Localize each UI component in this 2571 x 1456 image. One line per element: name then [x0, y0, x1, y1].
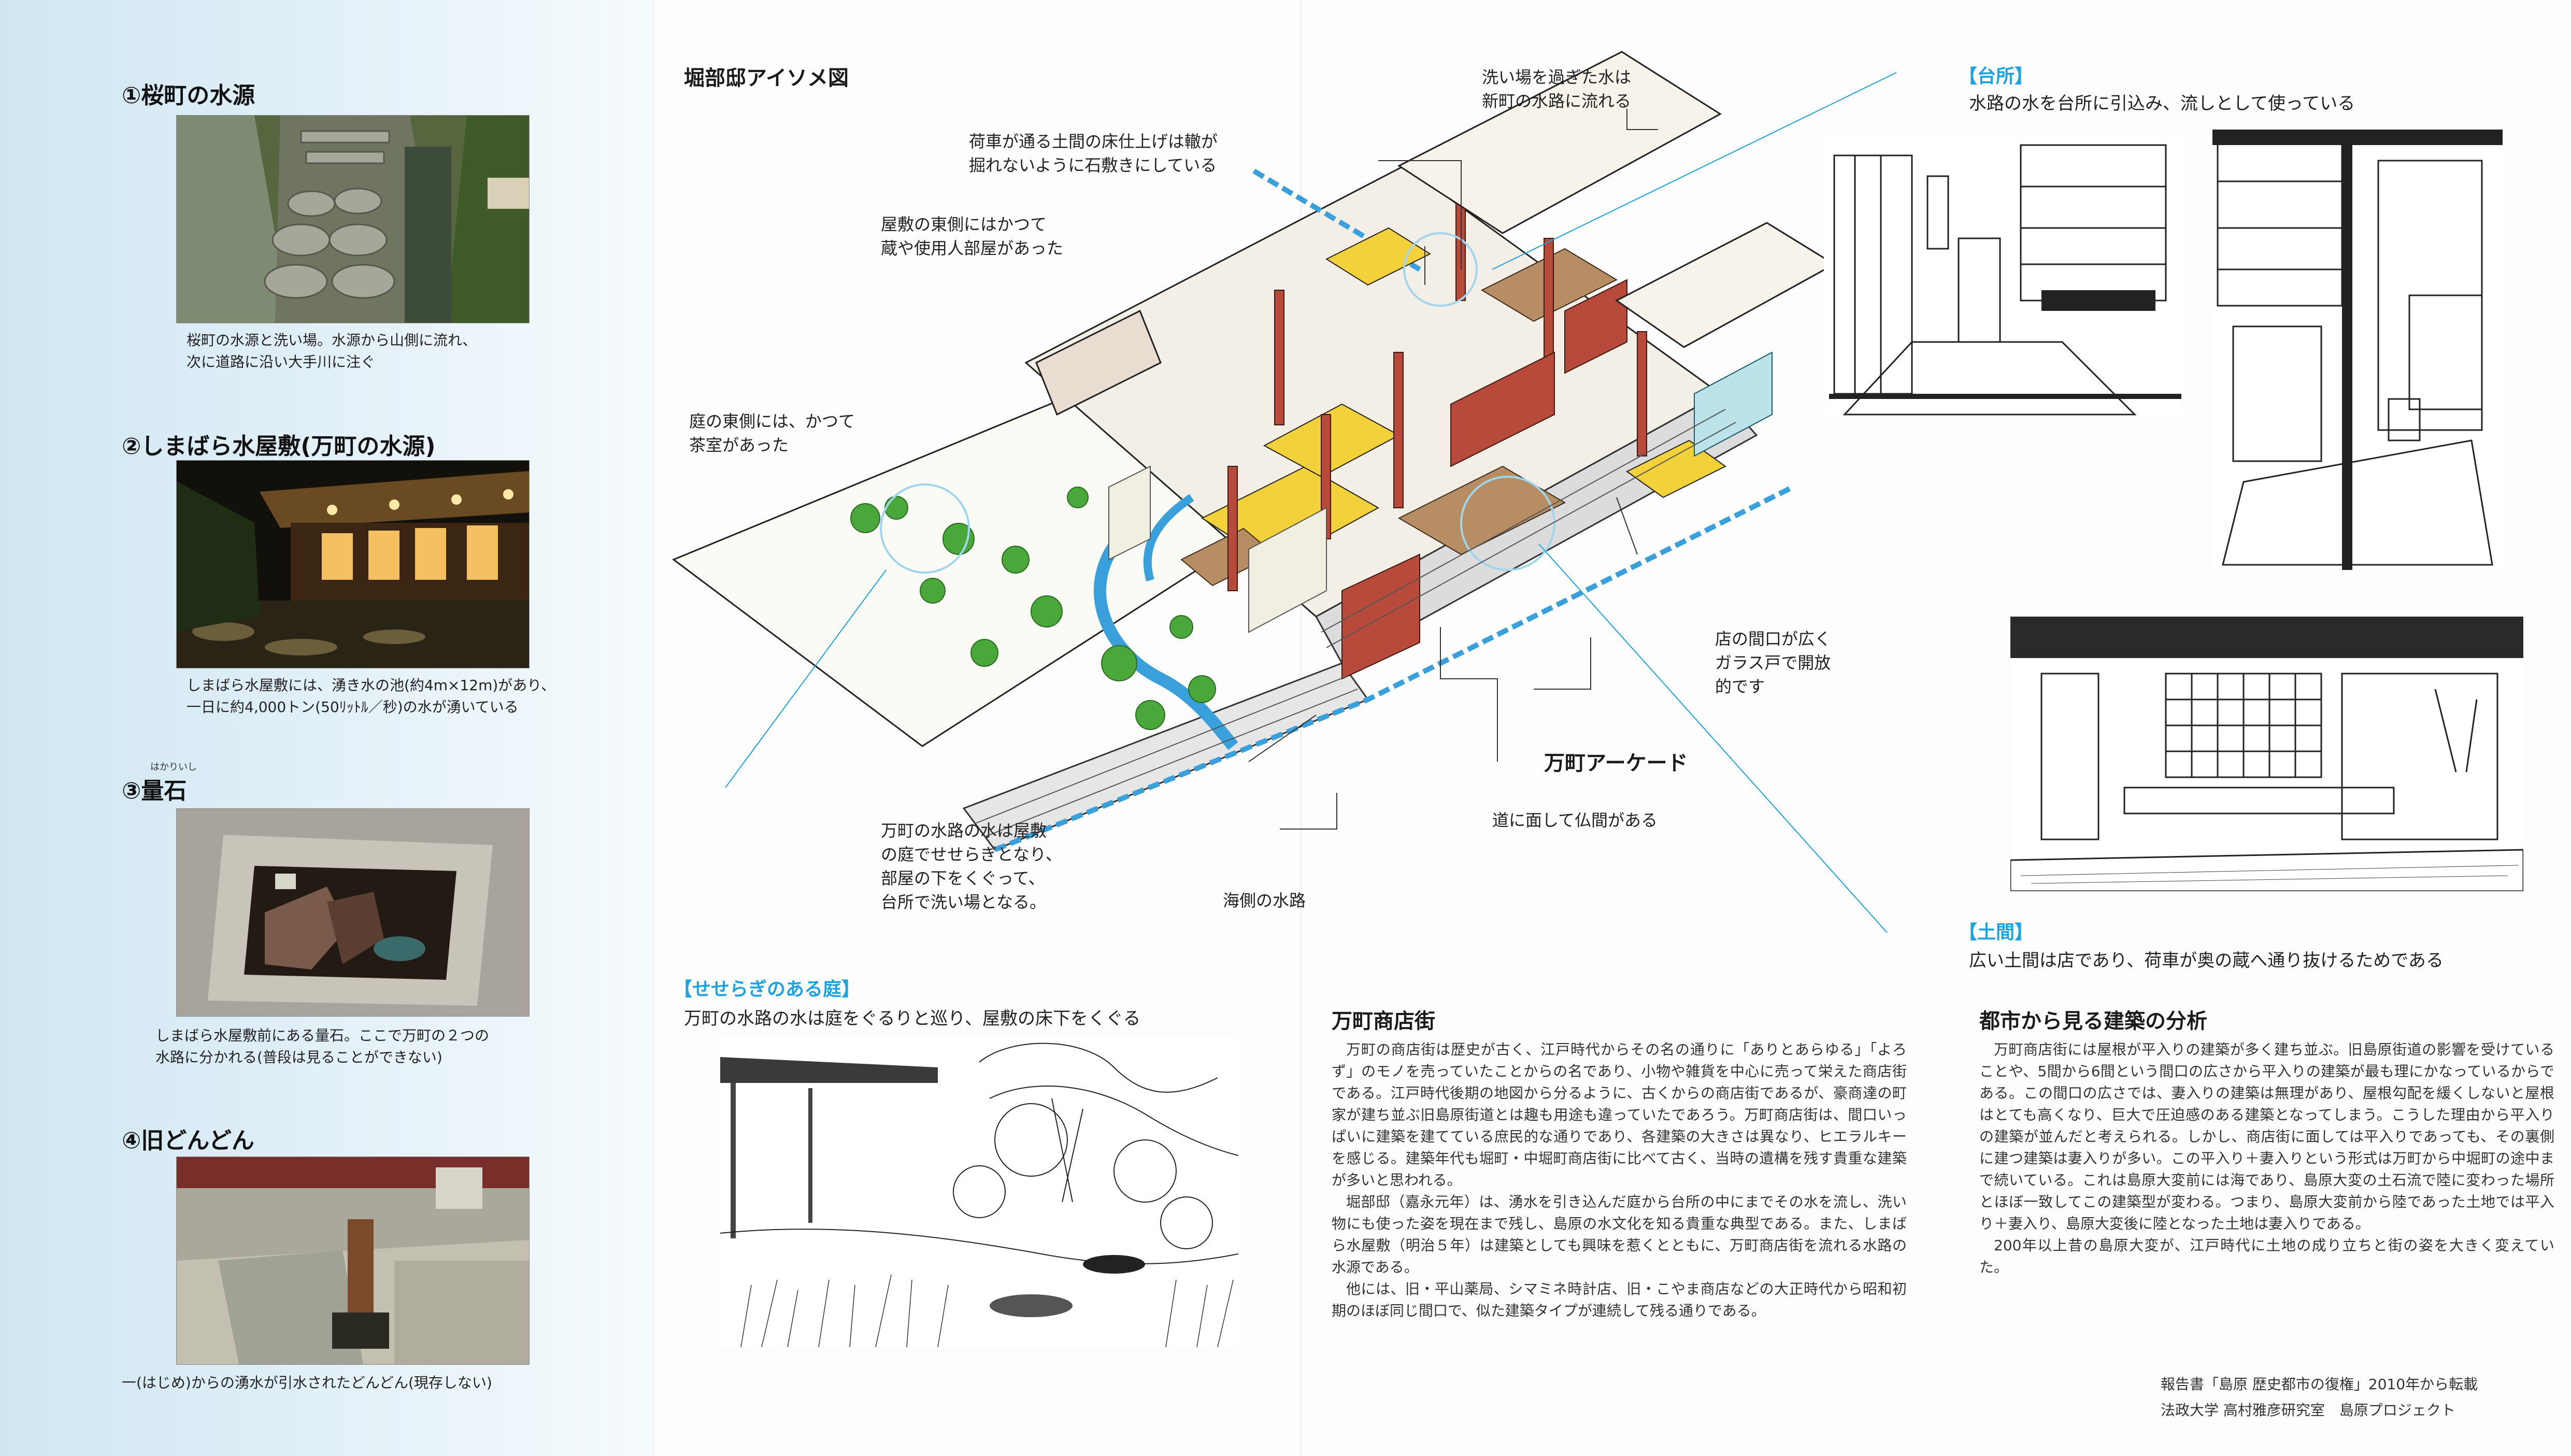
iso-title: 堀部邸アイソメ図	[684, 66, 849, 90]
left-panel: ①桜町の水源 桜町の水源と洗い場。水源から山側に流れ、 次に道路に沿い大手川に注…	[0, 0, 653, 1456]
shopping-heading: 万町商店街	[1332, 1009, 1435, 1033]
caption-sakuramachi: 桜町の水源と洗い場。水源から山側に流れ、 次に道路に沿い大手川に注ぐ	[187, 332, 477, 370]
shopping-paragraph-2: 堀部邸（嘉永元年）は、湧水を引き込んだ庭から台所の中にまでその水を流し、洗い物に…	[1332, 1193, 1907, 1276]
photo-sakuramachi-source	[176, 115, 530, 323]
photo-dondon	[176, 1157, 530, 1365]
isometric-drawing	[672, 51, 1897, 933]
kitchen-sketch-2	[2212, 130, 2503, 570]
credit-lab: 法政大学 高村雅彦研究室 島原プロジェクト	[2161, 1402, 2455, 1419]
kitchen-heading: 【台所】	[1959, 66, 2034, 87]
iso-label-water-shinmachi: 洗い場を過ぎた水は 新町の水路に流れる	[1482, 67, 1632, 111]
analysis-paragraph-1: 万町商店街には屋根が平入りの建築が多く建ち並ぶ。旧島原街道の影響を受けていること…	[1979, 1041, 2554, 1232]
item-title-dondon: ④旧どんどん	[122, 1127, 254, 1154]
shopping-paragraph-1: 万町の商店街は歴史が古く、江戸時代からその名の通りに「ありとあらゆる」「よろず」…	[1332, 1041, 1907, 1189]
ruby-hakariishi: はかりいし	[150, 762, 197, 773]
iso-label-butsuma: 道に面して仏間がある	[1492, 810, 1658, 830]
doma-heading: 【土間】	[1959, 922, 2034, 943]
doma-text: 広い土間は店であり、荷車が奥の蔵へ通り抜けるためである	[1969, 950, 2444, 971]
isometric-drawing-area	[653, 41, 1948, 933]
credit-report: 報告書「島原 歴史都市の復権」2010年から転載	[2161, 1376, 2478, 1393]
caption-dondon: 一(はじめ)からの湧水が引水されたどんどん(現存しない)	[122, 1374, 492, 1391]
garden-sketch	[720, 1036, 1238, 1347]
photo-mizuyashiki	[176, 460, 530, 668]
iso-label-east-storehouse: 屋敷の東側にはかつて 蔵や使用人部屋があった	[881, 215, 1064, 258]
kitchen-text: 水路の水を台所に引込み、流しとして使っている	[1969, 93, 2355, 114]
doma-sketch	[2010, 617, 2523, 891]
caption-hakariishi: しまばら水屋敷前にある量石。ここで万町の２つの 水路に分かれる(普段は見ることが…	[155, 1027, 490, 1066]
iso-label-arcade: 万町アーケード	[1544, 751, 1688, 775]
analysis-paragraph-2: 200年以上昔の島原大変が、江戸時代に土地の成り立ちと街の姿を大きく変えていた。	[1979, 1237, 2554, 1276]
item-title-mizuyashiki: ②しまばら水屋敷(万町の水源)	[122, 433, 436, 460]
kitchen-sketch-1	[1824, 135, 2181, 420]
shopping-paragraph-3: 他には、旧・平山薬局、シマミネ時計店、旧・こやま商店などの大正時代から昭和初期の…	[1332, 1280, 1907, 1319]
analysis-body: 万町商店街には屋根が平入りの建築が多く建ち並ぶ。旧島原街道の影響を受けていること…	[1979, 1039, 2554, 1278]
iso-label-sea-channel: 海側の水路	[1223, 891, 1306, 910]
garden-heading: 【せせらぎのある庭】	[674, 979, 861, 1000]
iso-label-tearoom: 庭の東側には、かつて 茶室があった	[689, 411, 855, 455]
item-title-sakuramachi: ①桜町の水源	[122, 82, 255, 109]
iso-label-doma-floor: 荷車が通る土間の床仕上げは轍が 掘れないように石敷きにしている	[969, 132, 1218, 175]
shopping-body: 万町の商店街は歴史が古く、江戸時代からその名の通りに「ありとあらゆる」「よろず」…	[1332, 1039, 1907, 1322]
analysis-heading: 都市から見る建築の分析	[1979, 1009, 2207, 1033]
iso-label-water-route: 万町の水路の水は屋敷 の庭でせせらぎとなり、 部屋の下をくぐって、 台所で洗い場…	[881, 821, 1062, 912]
fold-line-1	[653, 0, 654, 1456]
fold-line-2	[1301, 0, 1302, 1456]
item-title-hakariishi: ③量石	[122, 778, 187, 804]
caption-mizuyashiki: しまばら水屋敷には、湧き水の池(約4m×12m)があり、 一日に約4,000トン…	[187, 677, 556, 716]
garden-text: 万町の水路の水は庭をぐるりと巡り、屋敷の床下をくぐる	[684, 1008, 1141, 1029]
photo-hakariishi	[176, 808, 530, 1017]
iso-label-shop-front: 店の間口が広く ガラス戸で開放 的です	[1715, 629, 1832, 696]
